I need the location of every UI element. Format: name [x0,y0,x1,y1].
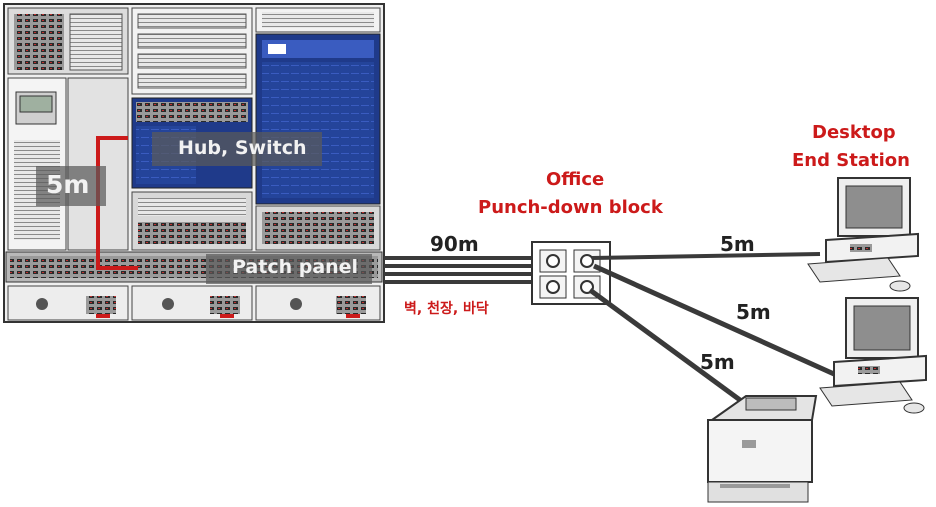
patch-panel-label-box [206,254,372,284]
hub-switch-label: Hub, Switch [178,137,307,159]
punch-down-block-icon [531,241,611,305]
patch-panel-label: Patch panel [232,256,359,278]
rack-cable-length-label: 5m [46,170,90,199]
routing-note-label: 벽, 천장, 바닥 [404,301,489,317]
office-label: Office [546,169,605,190]
rack-cable-length-box [36,166,106,206]
desktop1-cable-length-label: 5m [720,232,755,256]
punch-down-block-label: Punch-down block [478,197,663,218]
laser-printer-icon [707,395,818,503]
desktop-label: Desktop [812,122,896,143]
horizontal-cable-length-label: 90m [430,232,479,256]
desktop1-cable [591,252,821,260]
horizontal-cable-bundle [384,256,534,284]
hub-switch-label-box [152,132,322,166]
desktop-computer-icon [807,177,919,292]
printer-cable-length-label: 5m [700,350,735,374]
server-rack-icon [3,3,385,323]
printer-cable [588,287,742,403]
desktop2-cable-length-label: 5m [736,300,771,324]
desktop2-cable [592,263,836,377]
end-station-label: End Station [792,150,910,171]
desktop-computer-icon [819,297,927,414]
